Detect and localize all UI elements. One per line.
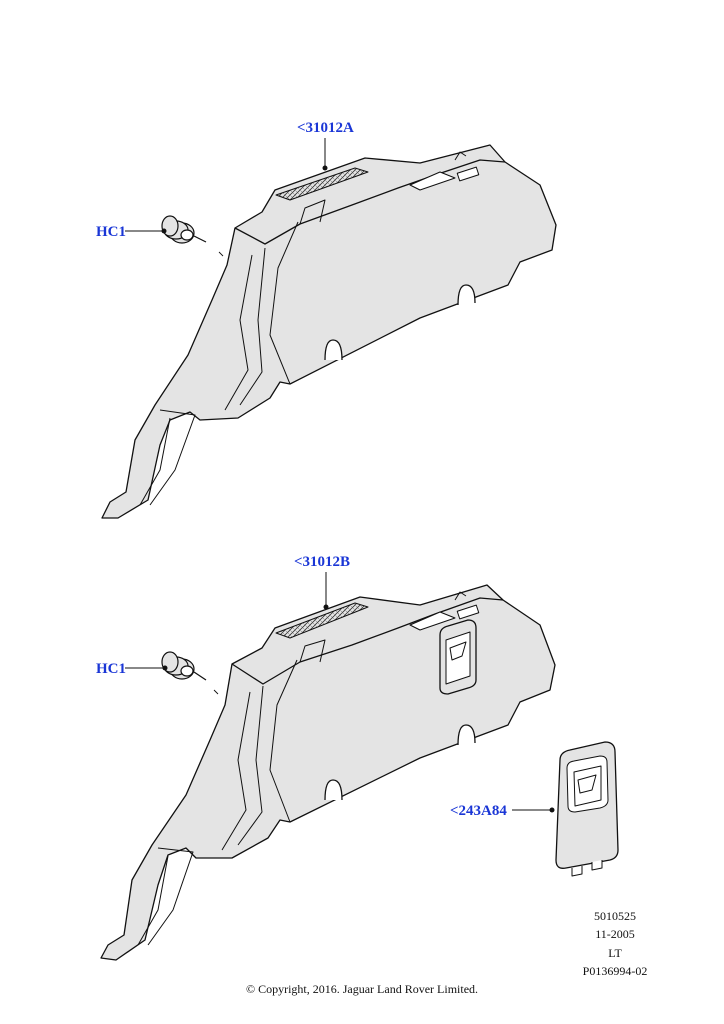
leader-dot	[162, 665, 168, 671]
callout-part-lower[interactable]: <31012B	[294, 554, 351, 570]
leader-dot	[161, 228, 167, 234]
illustration-id-line3: LT	[608, 946, 622, 960]
callout-clip-lower[interactable]: HC1	[96, 661, 126, 677]
trim-clip-lower[interactable]	[161, 651, 219, 695]
leader-dot	[323, 604, 329, 610]
callout-clip-upper[interactable]: HC1	[96, 224, 126, 240]
callout-cover[interactable]: <243A84	[450, 803, 507, 819]
leader-dot	[549, 807, 555, 813]
leader-dot	[322, 165, 328, 171]
copyright-notice: © Copyright, 2016. Jaguar Land Rover Lim…	[245, 982, 479, 996]
access-cover[interactable]	[555, 741, 619, 877]
illustration-id-line4: P0136994-02	[582, 964, 648, 978]
trim-clip-upper[interactable]	[161, 215, 224, 257]
quarter-trim-panel-lower[interactable]	[100, 584, 556, 961]
callout-part-upper[interactable]: <31012A	[297, 120, 354, 136]
quarter-trim-panel-upper[interactable]	[101, 144, 557, 519]
illustration-id-line2: 11-2005	[595, 927, 635, 941]
illustration-id-line1: 5010525	[594, 909, 636, 923]
